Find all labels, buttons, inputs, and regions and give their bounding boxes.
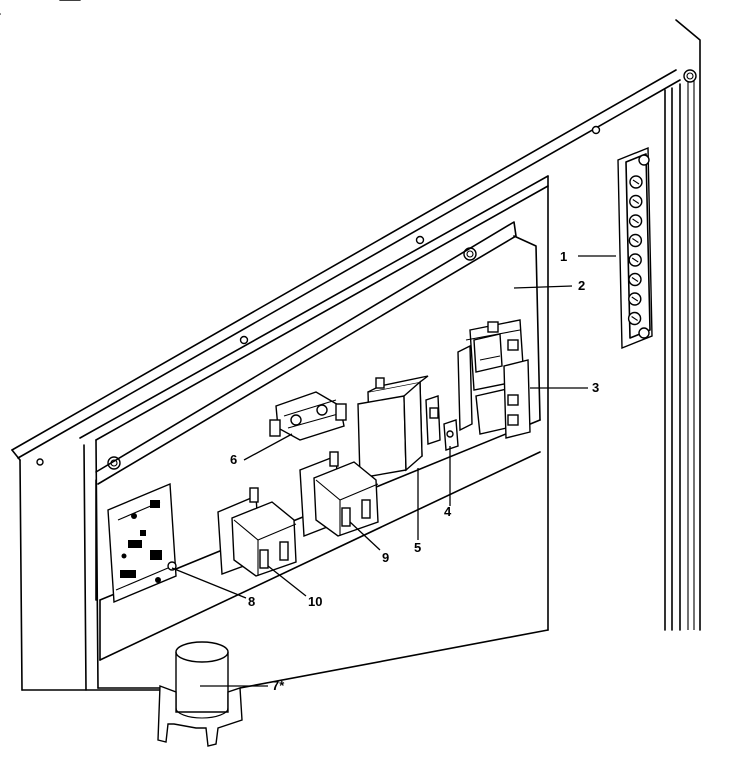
contactor bbox=[457, 319, 531, 439]
terminal-strip bbox=[617, 146, 653, 350]
callout-5: 5 bbox=[414, 540, 421, 555]
callout-1: 1 bbox=[560, 249, 567, 264]
relay-upper bbox=[299, 451, 379, 538]
cabinet-housing bbox=[0, 0, 701, 691]
callout-9: 9 bbox=[382, 550, 389, 565]
circuit-board bbox=[107, 482, 177, 604]
callout-6: 6 bbox=[230, 452, 237, 467]
relay-lower bbox=[217, 487, 297, 577]
callout-10: 10 bbox=[308, 594, 322, 609]
transformer bbox=[357, 375, 441, 479]
callout-4: 4 bbox=[444, 504, 452, 519]
callout-2: 2 bbox=[578, 278, 585, 293]
leader-lines bbox=[171, 255, 616, 687]
callout-8: 8 bbox=[248, 594, 255, 609]
ground-lug bbox=[443, 419, 459, 451]
callout-3: 3 bbox=[592, 380, 599, 395]
capacitor bbox=[157, 641, 243, 747]
callout-labels: 1 2 3 4 5 6 7* 8 9 10 bbox=[230, 249, 599, 693]
fuse-holder bbox=[269, 391, 347, 441]
callout-7: 7* bbox=[272, 678, 285, 693]
